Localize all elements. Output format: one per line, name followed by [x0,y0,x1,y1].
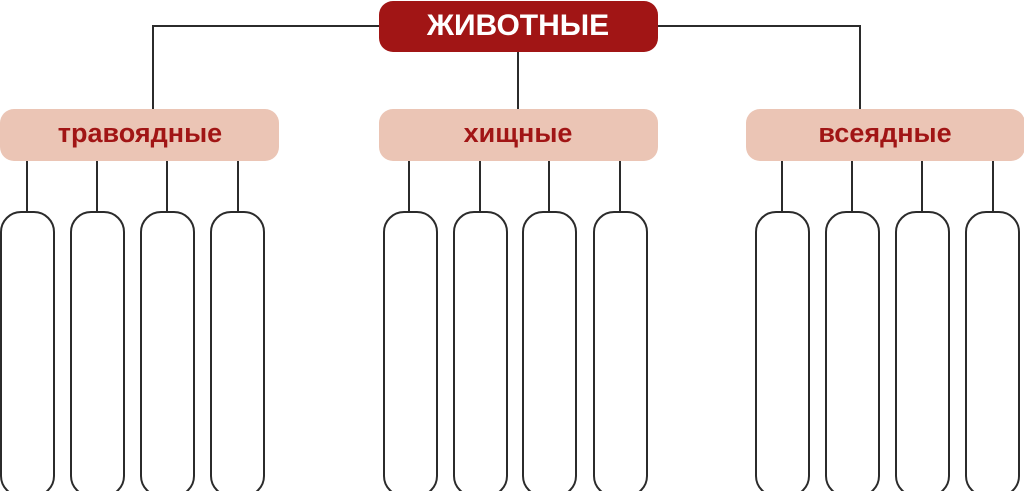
category-box [379,109,658,161]
category-box [746,109,1024,161]
connector-root-omnivores [656,25,861,110]
root-node: ЖИВОТНЫЕ [379,1,658,52]
category-carnivores: хищные [379,109,658,161]
omnivore-slot-2[interactable] [825,211,880,491]
category-label-omnivores: всеядные [818,118,951,148]
connector-root-herbivores [152,25,380,110]
herbivore-slot-4[interactable] [210,211,265,491]
herbivore-slot-3[interactable] [140,211,195,491]
category-label-carnivores: хищные [464,118,573,148]
herbivore-slot-2[interactable] [70,211,125,491]
category-box [0,109,279,161]
omnivore-slot-4[interactable] [965,211,1020,491]
omnivore-slot-1[interactable] [755,211,810,491]
category-omnivores: всеядные [746,109,1024,161]
category-label-herbivores: травоядные [58,118,222,148]
carnivore-slot-1[interactable] [383,211,438,491]
carnivore-slot-2[interactable] [453,211,508,491]
omnivore-slot-3[interactable] [895,211,950,491]
carnivore-slot-4[interactable] [593,211,648,491]
herbivore-slot-1[interactable] [0,211,55,491]
category-herbivores: травоядные [0,109,279,161]
carnivore-slot-3[interactable] [522,211,577,491]
root-label: ЖИВОТНЫЕ [426,9,609,42]
root-box [379,1,658,52]
